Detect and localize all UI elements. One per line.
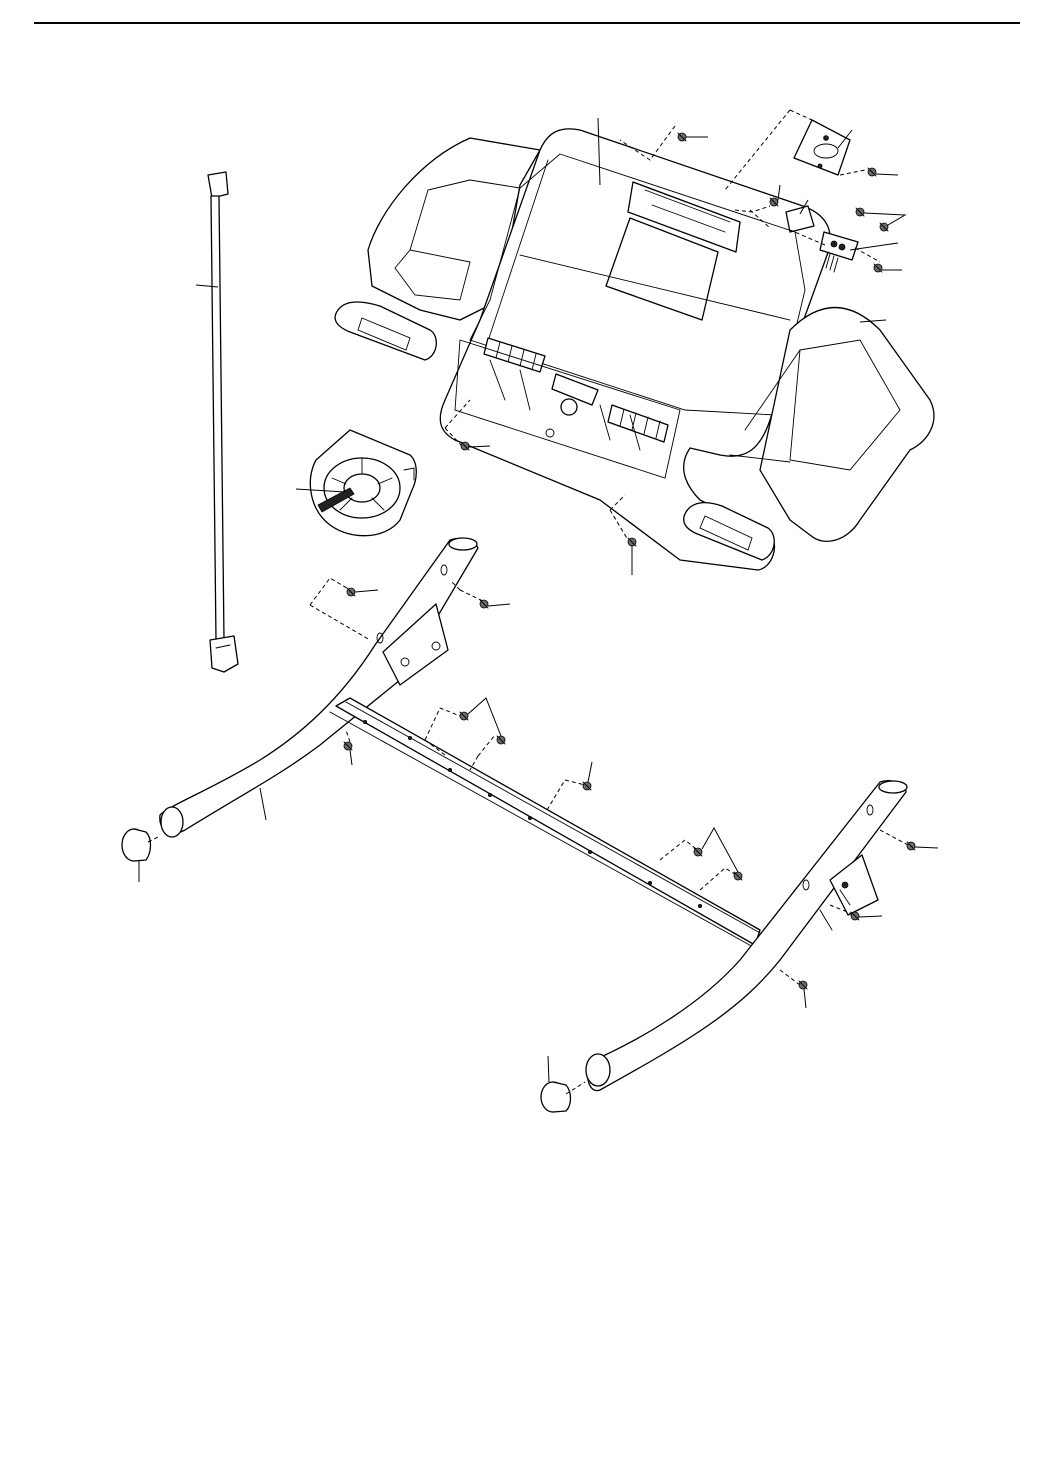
screw	[867, 167, 877, 177]
screw	[733, 871, 743, 881]
left-upright-top-opening	[448, 537, 478, 551]
key-hole	[545, 428, 555, 438]
right-upright-bracket	[829, 854, 879, 916]
screw	[479, 599, 489, 609]
crossbar	[335, 697, 761, 946]
left-upright-bottom-opening	[160, 806, 184, 838]
console-assembly	[334, 128, 935, 571]
screw	[873, 263, 883, 273]
tether-cord-body	[210, 195, 225, 641]
right-upright-top-opening	[878, 780, 908, 794]
safety-key-socket	[560, 398, 578, 416]
screw	[496, 735, 506, 745]
screw	[693, 847, 703, 857]
screw	[460, 441, 470, 451]
end-caps	[121, 828, 586, 1113]
electronics-cover	[793, 119, 851, 176]
left-upright-bracket	[382, 603, 449, 686]
console-display-frame	[469, 153, 806, 416]
callout-leader-lines	[138, 117, 939, 1083]
screw	[798, 980, 808, 990]
left-handle-grip	[334, 301, 437, 361]
screw	[343, 741, 353, 751]
screw	[906, 841, 916, 851]
right-upright-tube	[586, 780, 907, 1092]
screw	[677, 132, 687, 142]
console-label	[785, 205, 815, 233]
tether-bottom-clip	[209, 635, 239, 673]
left-upright-tube	[159, 537, 479, 834]
speed-incline-switch	[551, 373, 599, 406]
screw	[346, 587, 356, 597]
header-rule	[34, 22, 1020, 24]
screw	[850, 911, 860, 921]
safety-tether-cord	[207, 171, 239, 673]
fan-assembly	[309, 429, 417, 537]
console-right-tray	[759, 307, 935, 542]
console-screen	[605, 217, 719, 321]
right-upright-bottom-opening	[585, 1053, 611, 1087]
screw	[879, 222, 889, 232]
screw	[769, 197, 779, 207]
screw	[855, 207, 865, 217]
console-top-parts	[724, 109, 881, 273]
cover-speaker-hole	[813, 143, 839, 159]
screw	[459, 711, 469, 721]
upright-base-assembly	[159, 537, 908, 1092]
fasteners	[309, 125, 916, 990]
screw	[582, 781, 592, 791]
screw	[627, 537, 637, 547]
tether-top-clip	[207, 171, 229, 199]
